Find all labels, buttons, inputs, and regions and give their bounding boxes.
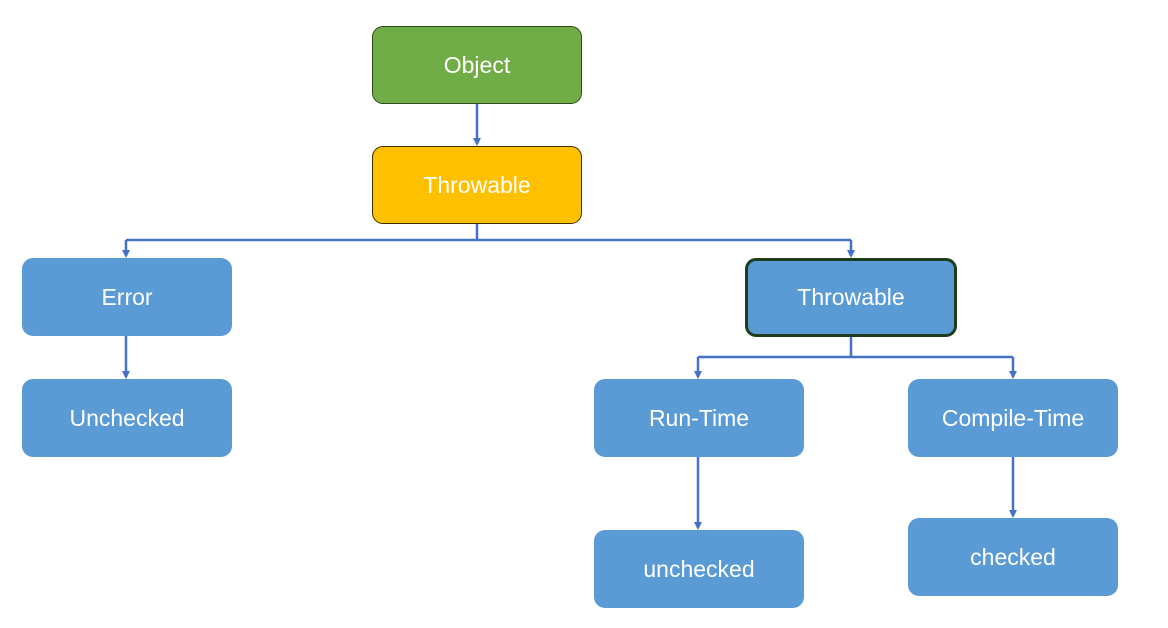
node-run-time-label: Run-Time	[648, 404, 750, 431]
node-unchecked-error: Unchecked	[22, 379, 232, 457]
node-checked: checked	[908, 518, 1118, 596]
node-throwable: Throwable	[372, 146, 582, 224]
node-object: Object	[372, 26, 582, 104]
node-checked-label: checked	[970, 543, 1056, 570]
node-unchecked-runtime: unchecked	[594, 530, 804, 608]
node-compile-time-label: Compile-Time	[941, 404, 1085, 431]
node-compile-time: Compile-Time	[908, 379, 1118, 457]
node-throwable-child-label: Throwable	[797, 284, 905, 310]
node-error-label: Error	[101, 283, 153, 310]
node-throwable-label: Throwable	[423, 171, 531, 198]
node-error: Error	[22, 258, 232, 336]
node-unchecked-runtime-label: unchecked	[643, 555, 755, 582]
node-object-label: Object	[443, 51, 511, 78]
node-run-time: Run-Time	[594, 379, 804, 457]
node-throwable-child: Throwable	[745, 258, 957, 337]
node-unchecked-error-label: Unchecked	[69, 404, 185, 431]
